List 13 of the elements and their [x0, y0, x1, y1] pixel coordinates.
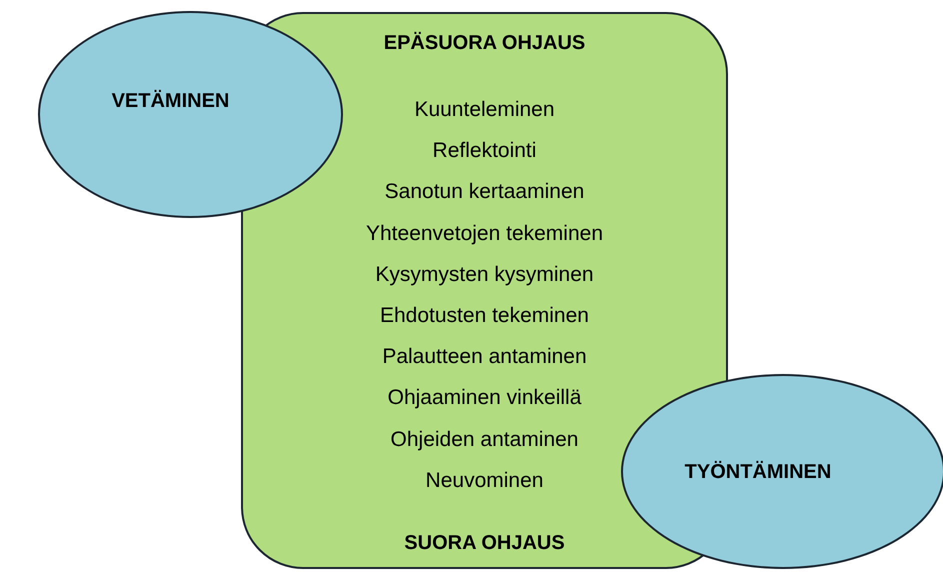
heading: EPÄSUORA OHJAUS [382, 32, 586, 55]
ellipse-label: TYÖNTÄMINEN [684, 460, 832, 484]
list-item: Kuunteleminen [413, 98, 556, 122]
list-item: Reflektointi [432, 139, 538, 164]
list-item: Sanotun kertaaminen [384, 180, 586, 204]
list-item: Ohjaaminen vinkeillä [386, 386, 582, 410]
list-item: Ehdotusten tekeminen [379, 304, 590, 328]
list-item: Ohjeiden antaminen [390, 428, 580, 452]
list-item: Palautteen antaminen [381, 345, 588, 370]
footer-heading: SUORA OHJAUS [403, 532, 566, 555]
list-item: Kysymysten kysyminen [374, 262, 595, 287]
ellipse-label: VETÄMINEN [110, 90, 230, 112]
list-item: Yhteenvetojen tekeminen [365, 222, 604, 246]
